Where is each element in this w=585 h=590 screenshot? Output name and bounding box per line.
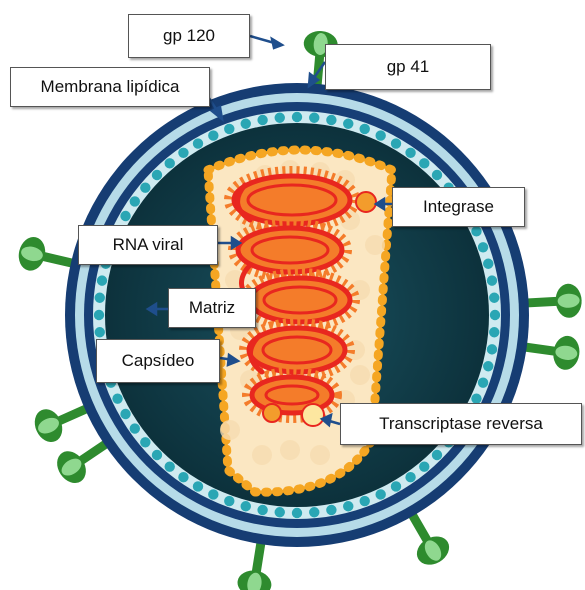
capsid-bubble [310, 445, 330, 465]
matrix-dot [257, 115, 267, 125]
spike-glycoprotein [411, 512, 454, 570]
enzyme-dot [263, 404, 281, 422]
matrix-dot [343, 501, 353, 511]
rna-strand [234, 176, 350, 224]
matrix-dot [165, 158, 175, 168]
spike-stalk [523, 347, 557, 352]
spike-glycoprotein [15, 234, 74, 273]
integrase-label: Integrase [392, 187, 525, 227]
matrix-dot [391, 481, 401, 491]
matrix-dot [193, 138, 203, 148]
spike-stalk [256, 540, 261, 574]
spike-glycoprotein [51, 442, 108, 488]
matrix-dot [152, 170, 162, 180]
spike-stalk [58, 408, 89, 422]
matrix-dot [478, 242, 488, 252]
matrix-dot [309, 507, 319, 517]
matrix-dot [478, 378, 488, 388]
matrix-dot [375, 489, 385, 499]
matrix-dot [487, 275, 497, 285]
spike-glycoprotein [523, 334, 582, 371]
spike-stalk [42, 256, 75, 264]
matrix-dot [193, 481, 203, 491]
rna-strand [238, 228, 342, 272]
matrix-dot [292, 112, 302, 122]
capsid-label: Capsídeo [96, 339, 220, 383]
matrix-dot [224, 496, 234, 506]
matrix-dot [275, 113, 285, 123]
matrix-dot [326, 505, 336, 515]
matrix-dot [375, 130, 385, 140]
spike-stalk [411, 512, 428, 541]
matrix-dot [165, 461, 175, 471]
matrix-dot [97, 275, 107, 285]
matrix-dot [178, 472, 188, 482]
matrix-label: Matriz [168, 288, 256, 328]
matrix-dot [405, 472, 415, 482]
matrix-dot [94, 310, 104, 320]
gp41-label: gp 41 [325, 44, 491, 90]
matrix-dot [483, 259, 493, 269]
matrix-dot [95, 293, 105, 303]
matrix-dot [120, 211, 130, 221]
matrix-dot [490, 310, 500, 320]
matrix-dot [241, 501, 251, 511]
integrase-enzyme [356, 192, 376, 212]
matrix-dot [140, 437, 150, 447]
matrix-dot [360, 496, 370, 506]
matrix-dot [432, 170, 442, 180]
matrix-dot [130, 196, 140, 206]
matrix-dot [140, 183, 150, 193]
matrix-dot [275, 507, 285, 517]
capsid-bubble [350, 365, 370, 385]
spike-glycoprotein [30, 405, 89, 447]
spike-glycoprotein [525, 283, 583, 318]
matrix-dot [309, 113, 319, 123]
capsid-bubble [252, 445, 272, 465]
spike-stalk [525, 301, 559, 303]
matrix-dot [489, 293, 499, 303]
matrix-dot [130, 423, 140, 433]
matrix-dot [419, 461, 429, 471]
matrix-dot [471, 226, 481, 236]
capsid-bubble [365, 235, 385, 255]
matrix-dot [405, 148, 415, 158]
matrix-dot [257, 505, 267, 515]
matrix-dot [487, 344, 497, 354]
spike-stalk [80, 442, 108, 461]
capsid-bubble [280, 440, 300, 460]
matrix-dot [95, 327, 105, 337]
matrix-dot [343, 119, 353, 129]
matrix-dot [208, 489, 218, 499]
matrix-dot [360, 124, 370, 134]
gp120-label: gp 120 [128, 14, 250, 58]
matrix-dot [241, 119, 251, 129]
reverse-transcriptase-enzyme [302, 404, 324, 426]
matrix-dot [391, 138, 401, 148]
viral-rna-label: RNA viral [78, 225, 218, 265]
matrix-dot [224, 124, 234, 134]
matrix-dot [112, 393, 122, 403]
matrix-dot [208, 130, 218, 140]
matrix-dot [152, 450, 162, 460]
matrix-dot [178, 148, 188, 158]
matrix-dot [419, 158, 429, 168]
matrix-dot [483, 361, 493, 371]
matrix-dot [292, 508, 302, 518]
capsid-bubble [350, 280, 370, 300]
lipid-membrane-label: Membrana lipídica [10, 67, 210, 107]
reverse-transcriptase-label: Transcriptase reversa [340, 403, 582, 445]
matrix-dot [120, 409, 130, 419]
capsid-bubble [220, 420, 240, 440]
matrix-dot [432, 450, 442, 460]
spike-glycoprotein [236, 540, 274, 590]
matrix-dot [326, 115, 336, 125]
matrix-dot [489, 327, 499, 337]
